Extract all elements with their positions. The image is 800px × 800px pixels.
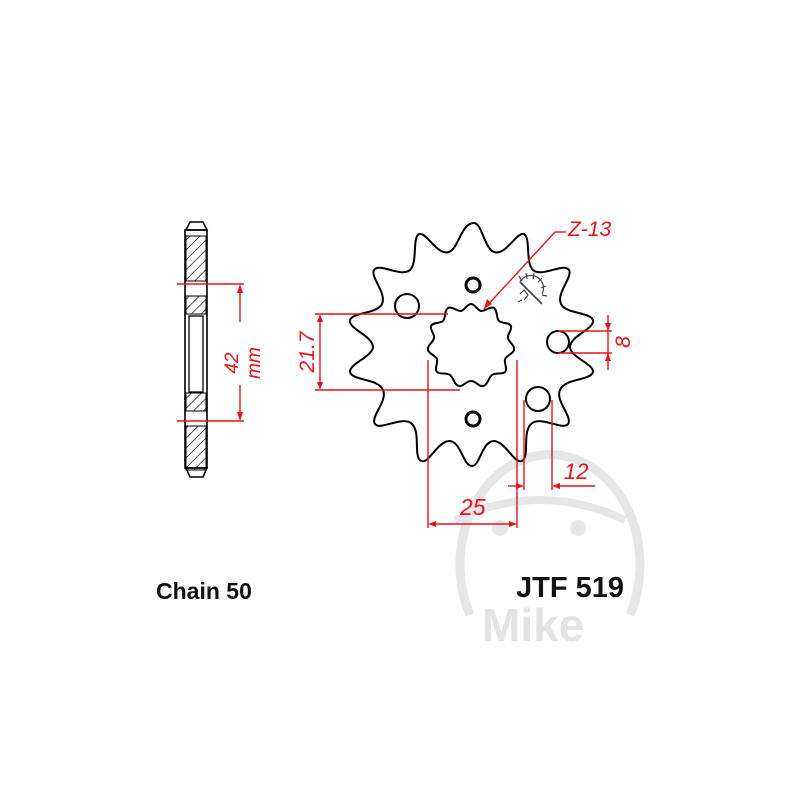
right-bolt-hole [546,330,570,354]
hole-offset-label: 12 [564,459,589,484]
front-view-sprocket [349,221,594,468]
watermark-text: Mike [482,599,585,651]
top-small-hole [464,276,482,294]
watermark-dots [492,520,586,536]
front-view-dimensions [315,231,612,528]
left-bolt-hole [394,293,420,319]
chain-size-label: Chain 50 [156,578,252,604]
lower-right-bolt-hole [525,386,551,412]
sprocket-service-icon [517,272,548,305]
spline-height-label: 21.7 [296,331,319,373]
side-view-dimension [177,283,244,422]
watermark-logo [453,450,645,617]
part-number-title: JTF 519 [516,572,624,604]
bolt-hole-diameter-label: 8 [612,336,635,348]
bottom-small-hole [464,410,482,428]
front-view-holes [394,276,570,428]
spline-width-label: 25 [460,494,486,520]
teeth-count-label: Z-13 [568,218,612,241]
side-view-sprocket [184,221,209,478]
side-view-dimension-label: 42 mm [222,347,265,379]
